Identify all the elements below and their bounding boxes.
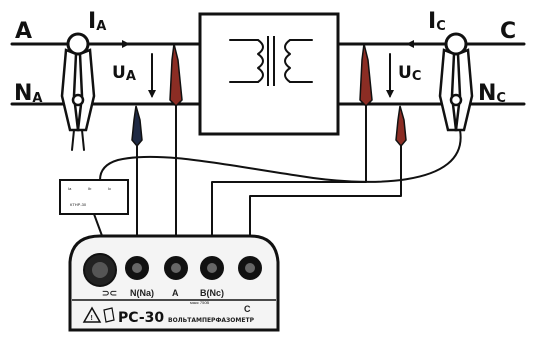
current-clamp-a — [60, 32, 96, 151]
label-neutral-a: NA — [14, 81, 42, 106]
label-line-c: C — [500, 19, 516, 44]
adapter-input-ia: Ia — [68, 186, 72, 191]
label-line-a: A — [15, 19, 32, 44]
warning-icon: ! — [82, 306, 102, 323]
probe-neutral-a-black — [131, 105, 143, 251]
device-clamp-symbol: ⊃⊂ — [102, 288, 117, 298]
probe-phase-a-red — [169, 43, 183, 251]
terminal-label-c: C — [244, 304, 251, 314]
current-adapter: Ia Ib Ic КТНР-30 — [59, 179, 129, 253]
svg-text:!: ! — [91, 315, 93, 322]
device-subtitle: ВОЛЬТАМПЕРФАЗОМЕТР — [168, 317, 255, 324]
terminal-c — [238, 256, 262, 280]
label-neutral-c: NC — [478, 81, 506, 106]
terminal-a — [164, 256, 188, 280]
terminal-label-n: N(Na) — [130, 288, 154, 298]
device-pc30: ⊃⊂ N(Na) A B(Nc) C макс 750В ! PC-30 ВОЛ… — [68, 234, 280, 332]
transformer — [198, 12, 340, 136]
adapter-model: КТНР-30 — [70, 202, 87, 207]
terminal-n — [125, 256, 149, 280]
label-voltage-a: UA — [112, 63, 136, 84]
label-voltage-c: UC — [398, 63, 421, 84]
clamp-c-cable — [99, 129, 462, 183]
terminal-label-b: B(Nc) — [200, 288, 224, 298]
adapter-input-ib: Ib — [88, 186, 92, 191]
device-model: PC-30 — [118, 310, 164, 326]
current-clamp-c — [438, 32, 474, 132]
probe-phase-c-red — [211, 43, 373, 251]
probe-neutral-c-red — [249, 105, 407, 251]
adapter-input-ic: Ic — [108, 186, 111, 191]
terminal-label-a: A — [172, 288, 179, 298]
label-current-a: IA — [88, 9, 106, 34]
terminal-b — [200, 256, 224, 280]
clamp-input-socket — [83, 253, 117, 287]
transformer-symbol-icon — [229, 36, 313, 86]
label-current-c: IC — [428, 9, 446, 34]
logo-icon — [103, 307, 115, 323]
device-rating: макс 750В — [190, 300, 210, 305]
